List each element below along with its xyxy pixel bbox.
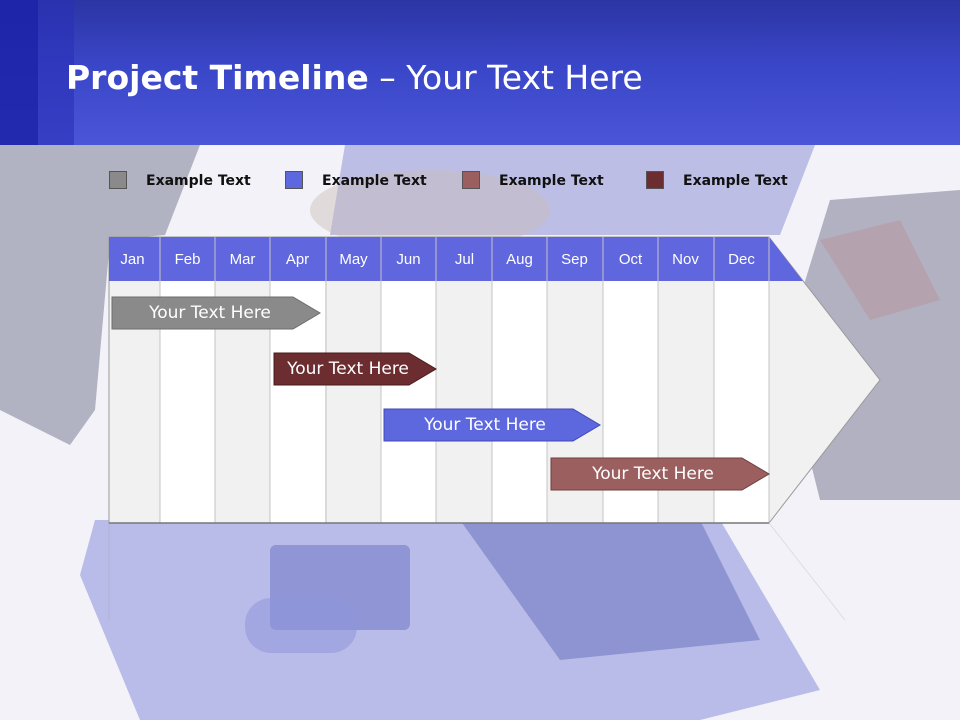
legend-label: Example Text (683, 173, 788, 189)
task-bar-2 (273, 352, 437, 386)
month-label: Apr (285, 251, 310, 268)
month-label: Sep (561, 251, 588, 268)
task-label: Your Text Here (287, 359, 409, 379)
month-label: Jul (454, 251, 475, 268)
legend-swatch-blue (285, 171, 303, 189)
legend-label: Example Text (499, 173, 604, 189)
month-label: Jun (396, 251, 421, 268)
month-label: Jan (120, 251, 145, 268)
month-label: May (339, 251, 368, 268)
legend-label: Example Text (146, 173, 251, 189)
column-stripe (492, 281, 547, 523)
month-label: Nov (672, 251, 699, 268)
column-stripe (381, 281, 436, 523)
task-bar-4 (550, 457, 770, 491)
page-title: Project Timeline – Your Text Here (66, 58, 643, 97)
month-label: Aug (506, 251, 533, 268)
header-accent-stripe (0, 0, 38, 145)
timeline-reflection (108, 522, 846, 621)
title-rest: – Your Text Here (368, 58, 643, 97)
legend-swatch-rose (462, 171, 480, 189)
month-header-row (109, 237, 803, 281)
task-label: Your Text Here (424, 415, 546, 435)
task-bar-3 (383, 408, 601, 442)
month-label: Oct (618, 251, 643, 268)
month-label: Feb (174, 251, 201, 268)
month-label: Dec (728, 251, 755, 268)
month-label: Mar (229, 251, 256, 268)
task-bar-1 (111, 296, 321, 330)
header-accent-stripe (38, 0, 74, 145)
title-bold: Project Timeline (66, 58, 369, 97)
legend-swatch-gray (109, 171, 127, 189)
legend-swatch-maroon (646, 171, 664, 189)
header-band (0, 0, 960, 145)
legend-label: Example Text (322, 173, 427, 189)
task-label: Your Text Here (592, 464, 714, 484)
task-label: Your Text Here (149, 303, 271, 323)
